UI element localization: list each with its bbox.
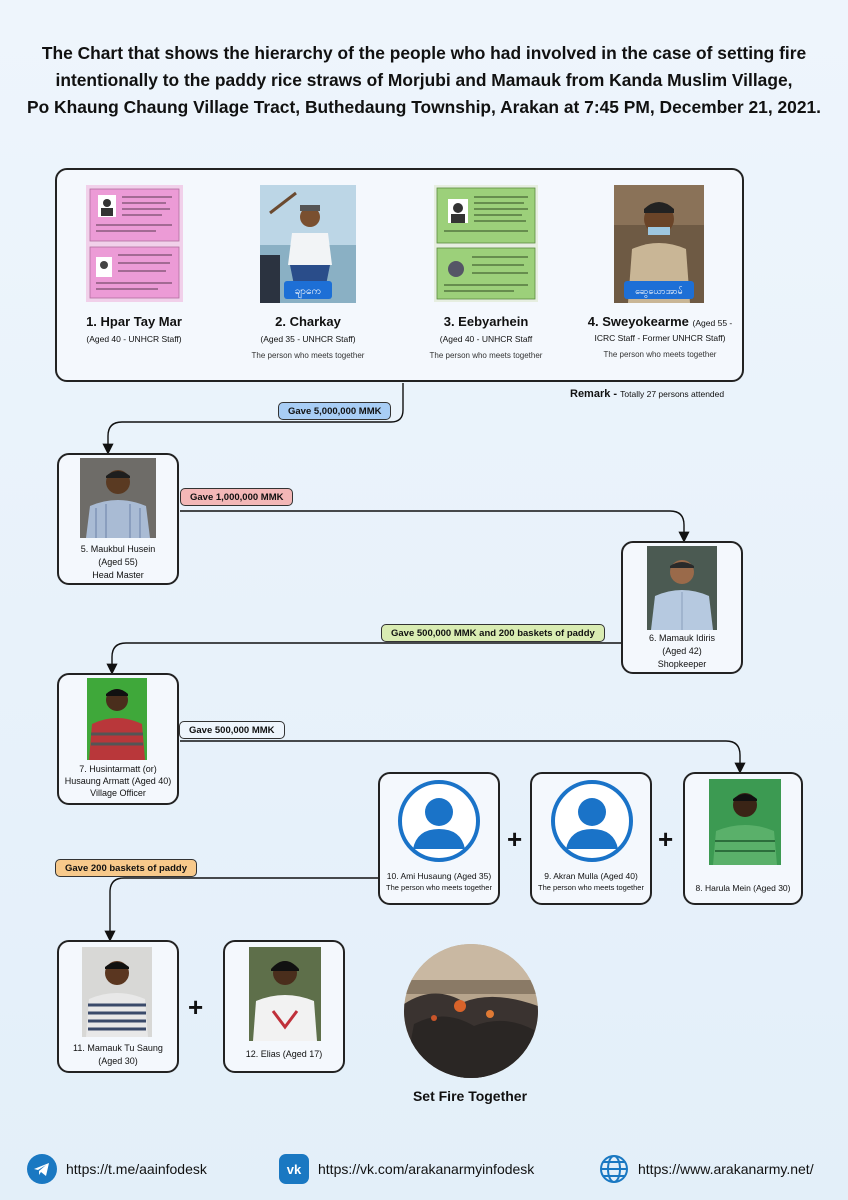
person-10-caption: 10. Ami Husaung (Aged 35) The person who… (378, 870, 500, 894)
person-11-photo (82, 947, 152, 1037)
person-7-name: 7. Husintarmatt (or) (79, 764, 157, 774)
person-11-age: (Aged 30) (98, 1056, 138, 1066)
remark-label: Remark - (570, 388, 618, 400)
person-10-note: The person who meets together (386, 883, 492, 892)
person-2-photo: ချာကေ (260, 185, 356, 303)
person-3-name: 3. Eebyarhein (443, 314, 529, 329)
person-12-name: 12. Elias (Aged 17) (245, 1049, 323, 1059)
title-line-3: Po Khaung Chaung Village Tract, Buthedau… (26, 97, 822, 117)
footer-vk-text[interactable]: https://vk.com/arakanarmyinfodesk (318, 1161, 535, 1177)
person-5-age: (Aged 55) (98, 557, 138, 567)
person-8-photo (709, 779, 781, 865)
person-8-caption: 8. Harula Mein (Aged 30) (683, 882, 803, 895)
title-line-2: intentionally to the paddy rice straws o… (55, 70, 793, 90)
person-2-note: The person who meets together (251, 351, 365, 360)
person-5-role: Head Master (92, 570, 144, 580)
person-1-caption: 1. Hpar Tay Mar (Aged 40 - UNHCR Staff) (66, 313, 202, 346)
footer-telegram-link[interactable]: https://t.me/aainfodesk (26, 1152, 207, 1186)
globe-icon (600, 1155, 628, 1183)
telegram-icon (27, 1154, 57, 1184)
person-1-detail: (Aged 40 - UNHCR Staff) (86, 334, 182, 344)
footer-website-text[interactable]: https://www.arakanarmy.net/ (638, 1161, 814, 1177)
chart-title: The Chart that shows the hierarchy of th… (20, 40, 828, 121)
person-4-detail-inline: (Aged 55 - (692, 318, 733, 328)
user-icon (551, 780, 633, 862)
person-6-caption: 6. Mamauk Idiris (Aged 42) Shopkeeper (621, 632, 743, 671)
connector-5-to-6 (180, 510, 690, 543)
person-2-name: 2. Charkay (275, 314, 341, 329)
person-1-name: 1. Hpar Tay Mar (86, 314, 182, 329)
person-4-photo: ဆွေယောအာမ် (614, 185, 704, 303)
footer-telegram-text[interactable]: https://t.me/aainfodesk (66, 1161, 207, 1177)
person-6-role: Shopkeeper (657, 659, 707, 669)
svg-text:vk: vk (287, 1162, 302, 1177)
set-fire-label: Set Fire Together (412, 1088, 528, 1104)
user-icon (398, 780, 480, 862)
person-10-name: 10. Ami Husaung (Aged 35) (386, 871, 492, 881)
person-2-detail: (Aged 35 - UNHCR Staff) (260, 334, 356, 344)
person-3-note: The person who meets together (429, 351, 543, 360)
person-9-name: 9. Akran Mulla (Aged 40) (544, 871, 638, 881)
fire-photo (404, 944, 538, 1078)
transfer-label-paddy: Gave 200 baskets of paddy (55, 859, 197, 877)
connector-7-to-8 (180, 740, 746, 774)
person-3-detail: (Aged 40 - UNHCR Staff (439, 334, 533, 344)
person-2-photo-label: ချာကေ (295, 286, 322, 299)
person-11-caption: 11. Mamauk Tu Saung (Aged 30) (57, 1042, 179, 1068)
connector-10-to-11 (104, 877, 378, 942)
transfer-label-500000-paddy: Gave 500,000 MMK and 200 baskets of padd… (381, 624, 605, 642)
connector-6-to-7 (106, 642, 621, 675)
person-7-alias: Husaung Armatt (Aged 40) (64, 776, 172, 786)
person-4-name-line: 4. Sweyokearme (Aged 55 - (584, 313, 736, 332)
person-9-note: The person who meets together (538, 883, 644, 892)
title-line-1: The Chart that shows the hierarchy of th… (41, 43, 807, 63)
person-4-name: 4. Sweyokearme (587, 314, 689, 329)
person-1-id-card-photo (86, 185, 183, 302)
person-11-name: 11. Mamauk Tu Saung (73, 1043, 163, 1053)
remark: Remark - Totally 27 persons attended (570, 388, 724, 400)
person-5-photo (80, 458, 156, 538)
transfer-label-500000: Gave 500,000 MMK (179, 721, 285, 739)
person-4-note: The person who meets together (603, 350, 717, 359)
connector-top-to-5 (102, 383, 404, 455)
transfer-label-1000000: Gave 1,000,000 MMK (180, 488, 294, 506)
person-6-photo (647, 546, 717, 630)
remark-text: Totally 27 persons attended (620, 389, 725, 399)
person-4-caption: 4. Sweyokearme (Aged 55 - ICRC Staff - F… (584, 313, 736, 361)
person-7-caption: 7. Husintarmatt (or) Husaung Armatt (Age… (57, 763, 179, 799)
person-12-photo (249, 947, 321, 1041)
person-5-name: 5. Maukbul Husein (80, 544, 156, 554)
person-4-photo-label: ဆွေယောအာမ် (635, 286, 683, 298)
person-10-avatar (397, 779, 481, 863)
person-9-caption: 9. Akran Mulla (Aged 40) The person who … (530, 870, 652, 894)
person-8-name: 8. Harula Mein (Aged 30) (695, 883, 791, 893)
person-6-name: 6. Mamauk Idiris (648, 633, 716, 643)
person-12-caption: 12. Elias (Aged 17) (223, 1048, 345, 1061)
person-7-role: Village Officer (90, 788, 146, 798)
footer-vk-link[interactable]: vk https://vk.com/arakanarmyinfodesk (278, 1152, 534, 1186)
vk-icon: vk (279, 1154, 309, 1184)
person-9-avatar (550, 779, 634, 863)
plus-sign-10-9: + (507, 824, 523, 854)
person-4-detail: ICRC Staff - Former UNHCR Staff) (594, 333, 726, 343)
transfer-label-5000000: Gave 5,000,000 MMK (278, 402, 392, 420)
footer-website-link[interactable]: https://www.arakanarmy.net/ (598, 1152, 814, 1186)
person-7-photo (87, 678, 147, 760)
person-3-caption: 3. Eebyarhein (Aged 40 - UNHCR Staff The… (412, 313, 560, 362)
plus-sign-11-12: + (188, 992, 204, 1022)
person-2-caption: 2. Charkay (Aged 35 - UNHCR Staff) The p… (230, 313, 386, 362)
person-3-id-card-photo (434, 185, 538, 302)
person-6-age: (Aged 42) (662, 646, 702, 656)
plus-sign-9-8: + (658, 824, 674, 854)
person-5-caption: 5. Maukbul Husein (Aged 55) Head Master (57, 543, 179, 582)
